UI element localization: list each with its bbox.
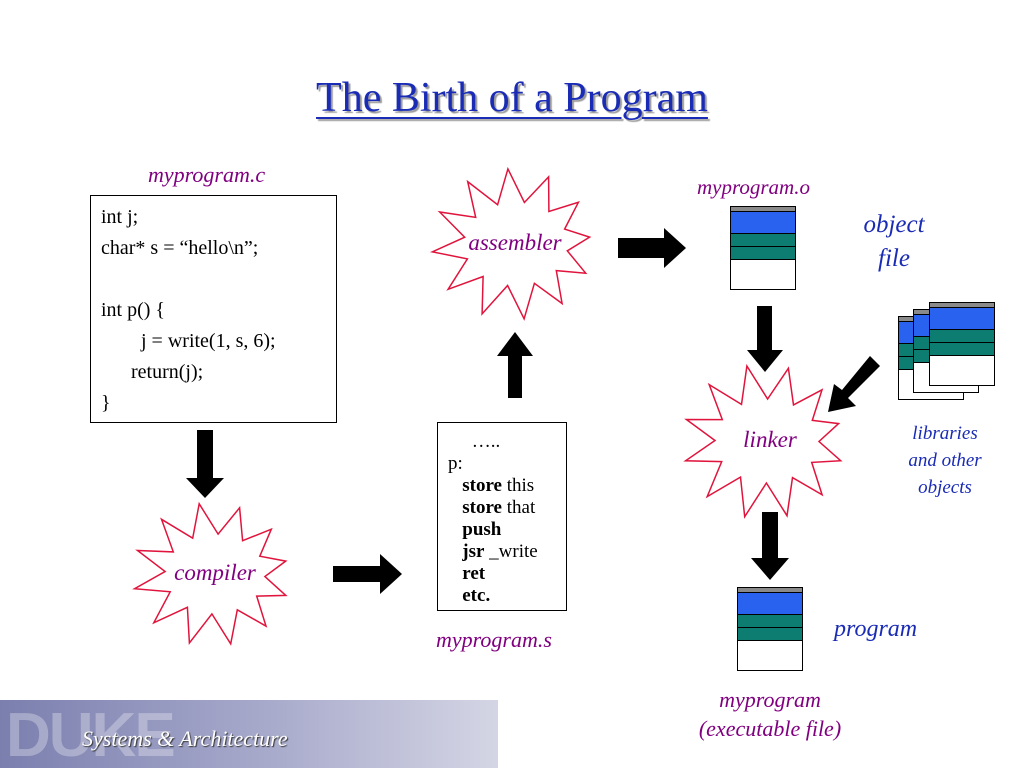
asm-line: store this xyxy=(462,475,535,496)
code-line xyxy=(101,264,336,295)
compiler-starburst xyxy=(132,501,288,646)
code-line: int p() { xyxy=(101,299,166,321)
arrow-compiler-to-assembly xyxy=(333,554,402,594)
assembler-starburst xyxy=(429,166,592,321)
library-file-icon xyxy=(929,302,995,386)
assembly-file-name: myprogram.s xyxy=(436,627,552,652)
linker-starburst xyxy=(683,363,843,519)
asm-line: jsr _write xyxy=(462,541,538,562)
assembler-label: assembler xyxy=(468,230,562,255)
libraries-line: libraries xyxy=(912,423,978,444)
asm-line: p: xyxy=(448,453,463,474)
libraries-line: objects xyxy=(918,477,972,498)
object-desc-line: file xyxy=(878,245,910,272)
libraries-label: libraries and other objects xyxy=(893,420,997,501)
arrow-object-to-linker xyxy=(747,306,783,372)
object-file-desc: object file xyxy=(852,208,936,276)
slide-title: The Birth of a Program xyxy=(316,75,708,121)
asm-line: ret xyxy=(462,563,486,584)
asm-line: ….. xyxy=(448,431,501,452)
assembly-code-box: ….. p: store this store that push jsr _w… xyxy=(437,422,567,611)
program-desc: program xyxy=(834,616,918,642)
asm-line: push xyxy=(462,519,502,540)
source-file-name: myprogram.c xyxy=(148,162,266,187)
source-code-box: int j; char* s = “hello\n”; int p() { j … xyxy=(90,195,337,423)
program-name-line: myprogram xyxy=(719,687,821,712)
program-name: myprogram (executable file) xyxy=(680,685,860,743)
code-line: int j; xyxy=(101,206,139,228)
arrow-source-to-compiler xyxy=(186,430,224,498)
arrow-assembler-to-object xyxy=(618,228,686,268)
object-file-icon xyxy=(730,206,796,290)
arrow-linker-to-program xyxy=(751,512,789,580)
code-line: char* s = “hello\n”; xyxy=(101,237,259,259)
code-line: } xyxy=(101,392,111,414)
linker-label: linker xyxy=(743,427,797,452)
libraries-line: and other xyxy=(908,450,982,471)
program-subtitle-line: (executable file) xyxy=(698,716,842,741)
footer-text: Systems & Architecture xyxy=(82,726,288,751)
code-line: j = write(1, s, 6); xyxy=(101,330,276,352)
object-file-name: myprogram.o xyxy=(697,175,810,199)
compiler-label: compiler xyxy=(174,560,256,585)
object-desc-line: object xyxy=(863,211,925,238)
arrow-libraries-to-linker xyxy=(828,356,880,412)
arrow-assembly-to-assembler xyxy=(497,332,533,398)
asm-line: store that xyxy=(462,497,536,518)
code-line: return(j); xyxy=(101,361,204,383)
program-file-icon xyxy=(737,587,803,671)
duke-logo: DUKE xyxy=(6,701,176,770)
asm-line: etc. xyxy=(462,585,491,606)
footer-banner xyxy=(0,700,498,768)
